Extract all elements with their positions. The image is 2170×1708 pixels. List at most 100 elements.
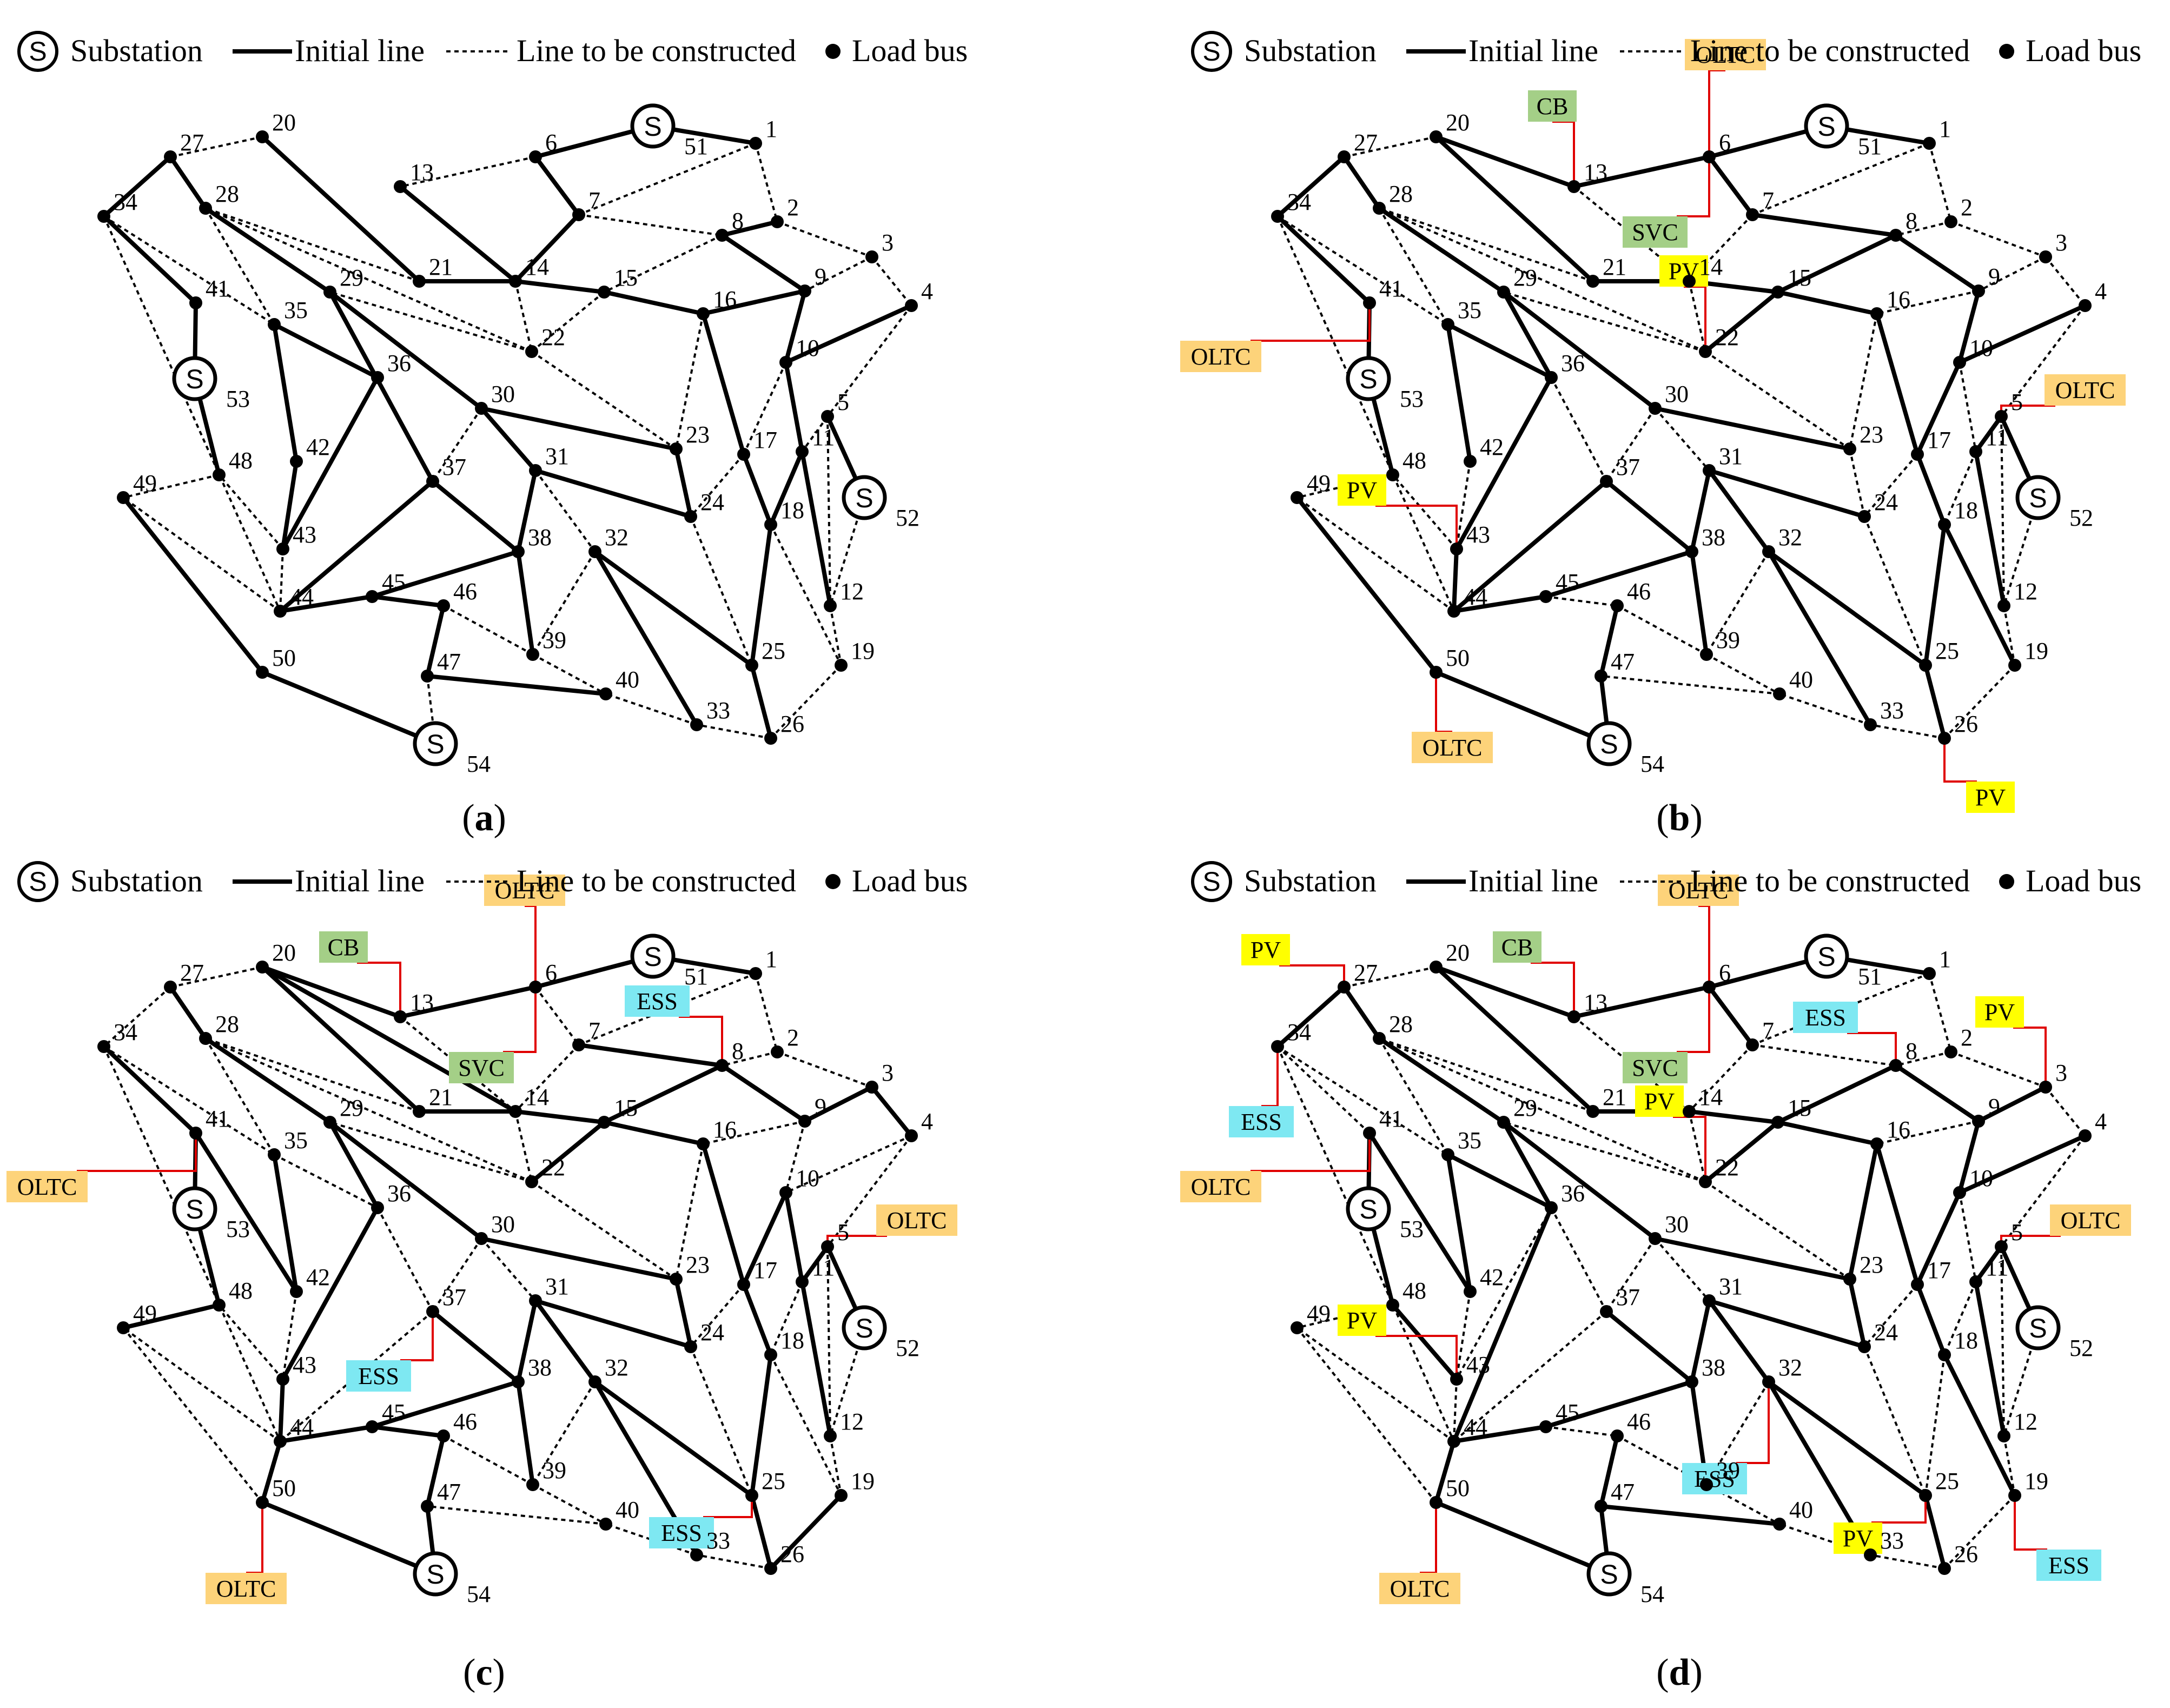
- initial-line: [602, 1063, 724, 1124]
- load-bus-12: [824, 1429, 837, 1442]
- line-to-be-constructed: [218, 474, 284, 550]
- load-bus-38: [512, 1375, 525, 1388]
- line-to-be-constructed: [1550, 377, 1607, 482]
- initial-line: [784, 1190, 804, 1284]
- line-to-be-constructed: [534, 986, 580, 1046]
- load-bus-38: [1685, 1375, 1698, 1388]
- initial-line: [1604, 1309, 1694, 1384]
- load-bus-3: [865, 1081, 878, 1094]
- bus-number: 4: [921, 1108, 933, 1135]
- load-bus-20: [256, 130, 269, 143]
- load-bus-10: [1953, 356, 1966, 369]
- initial-line: [1653, 1236, 1852, 1281]
- bus-number: 28: [215, 181, 239, 207]
- load-bus-legend-icon: [1999, 874, 2014, 889]
- bus-number: 2: [787, 1024, 799, 1051]
- line-to-be-constructed: [443, 1435, 533, 1486]
- bus-number: 52: [896, 505, 919, 531]
- bus-number: 1: [765, 116, 777, 142]
- bus-number: 1: [1939, 946, 1951, 972]
- initial-line: [516, 1380, 535, 1487]
- load-bus-47: [421, 1500, 434, 1513]
- load-bus-7: [572, 1038, 585, 1051]
- initial-line: [1703, 1120, 1780, 1184]
- bus-number: 4: [921, 278, 933, 304]
- device-connector: [703, 1495, 753, 1518]
- initial-line: [1501, 290, 1657, 411]
- pv-label: PV: [1843, 1525, 1873, 1552]
- panel-caption: (b): [1656, 797, 1703, 839]
- bus-number: 19: [851, 638, 875, 664]
- bus-number: 34: [114, 189, 137, 215]
- initial-line: [1434, 1439, 1456, 1505]
- initial-line: [1848, 1277, 1867, 1349]
- line-to-be-constructed: [578, 142, 756, 216]
- load-bus-14: [509, 1105, 522, 1118]
- cb-label: CB: [1537, 93, 1569, 120]
- load-bus-26: [764, 732, 777, 745]
- line-to-be-constructed: [1876, 290, 1979, 315]
- initial-line: [1875, 312, 1920, 456]
- bus-number: 24: [1874, 1319, 1898, 1346]
- bus-number: 35: [284, 1127, 308, 1154]
- load-bus-49: [1291, 1321, 1304, 1334]
- legend-substation-label: Substation: [70, 863, 203, 898]
- line-to-be-constructed: [770, 524, 842, 666]
- line-to-be-constructed: [329, 291, 532, 353]
- initial-line: [533, 1299, 597, 1384]
- bus-number: 47: [1611, 648, 1635, 675]
- load-bus-19: [835, 659, 848, 672]
- device-connector: [1420, 1502, 1437, 1574]
- initial-line: [431, 1309, 520, 1384]
- bus-number: 12: [840, 1408, 864, 1435]
- bus-number: 9: [1988, 263, 2000, 290]
- load-bus-50: [1430, 666, 1443, 679]
- load-bus-49: [1291, 491, 1304, 504]
- bus-number: 52: [2069, 505, 2093, 531]
- pv-label: PV: [1347, 1307, 1377, 1334]
- initial-line: [1452, 547, 1459, 613]
- load-bus-19: [2008, 1489, 2021, 1502]
- initial-line: [1707, 468, 1867, 519]
- initial-line: [479, 406, 678, 451]
- initial-line: [1434, 670, 1611, 746]
- substation-54: [1586, 1551, 1632, 1597]
- oltc-label: OLTC: [2061, 1207, 2121, 1234]
- bus-number: 20: [272, 939, 296, 966]
- bus-number: 24: [700, 489, 724, 515]
- bus-number: 41: [206, 275, 229, 302]
- load-bus-16: [697, 1137, 710, 1150]
- bus-number: 37: [1616, 1284, 1640, 1310]
- load-bus-28: [199, 1032, 212, 1045]
- initial-line: [203, 1036, 332, 1124]
- substation-52: [2015, 1305, 2061, 1350]
- bus-number: 12: [840, 578, 864, 605]
- oltc-device-badge: [1658, 875, 1739, 906]
- line-to-be-constructed: [770, 1354, 842, 1496]
- line-to-be-constructed: [205, 1037, 420, 1113]
- line-to-be-constructed: [103, 1046, 281, 1442]
- bus-number: 48: [1402, 1277, 1426, 1304]
- load-bus-29: [323, 1116, 336, 1129]
- bus-number: 2: [1961, 194, 1973, 221]
- load-bus-35: [268, 1148, 281, 1161]
- line-to-be-constructed: [826, 304, 912, 418]
- initial-line: [1544, 550, 1694, 599]
- device-connector: [1279, 964, 1345, 987]
- device-connector: [503, 987, 537, 1053]
- bus-number: 9: [815, 1094, 826, 1120]
- line-to-be-constructed: [1752, 1044, 1896, 1067]
- load-bus-10: [779, 1186, 792, 1199]
- device-connector: [1684, 286, 1706, 352]
- bus-number: 8: [732, 208, 744, 234]
- initial-line: [1687, 1109, 1780, 1124]
- oltc-device-badge: [6, 1171, 88, 1202]
- bus-number: 38: [528, 524, 552, 551]
- line-to-be-constructed: [690, 1346, 753, 1496]
- line-to-be-constructed: [532, 653, 606, 695]
- line-to-be-constructed: [532, 551, 596, 656]
- bus-number: 22: [541, 324, 565, 350]
- bus-number: 36: [387, 1180, 411, 1207]
- line-to-be-constructed: [532, 1484, 606, 1525]
